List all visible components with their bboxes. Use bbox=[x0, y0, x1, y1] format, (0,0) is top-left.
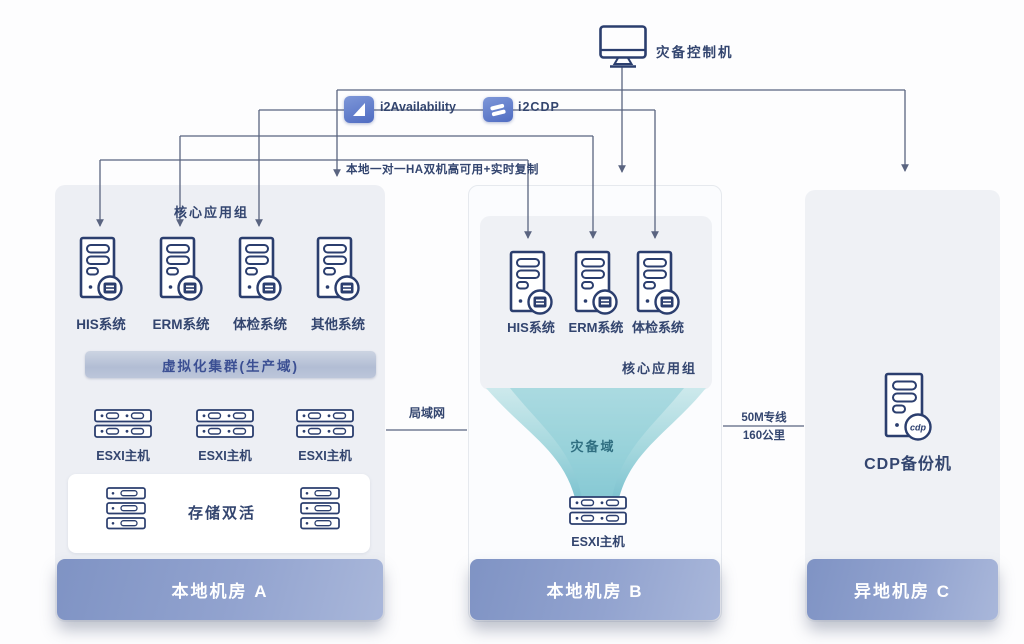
i2-availability-icon bbox=[344, 96, 374, 123]
tower-server-icon bbox=[636, 250, 680, 316]
tower-server-icon bbox=[509, 250, 553, 316]
tower-server-icon bbox=[316, 236, 360, 302]
replication-funnel-shape bbox=[486, 388, 706, 498]
rack-server-icon bbox=[296, 409, 354, 439]
tower-server-icon bbox=[159, 236, 203, 302]
wan-link-label-bottom: 160公里 bbox=[742, 430, 786, 442]
disk-badge-icon bbox=[262, 282, 276, 294]
esxi-host-label: ESXI主机 bbox=[198, 449, 252, 463]
server-label: ERM系统 bbox=[568, 320, 624, 335]
server-label: 体检系统 bbox=[631, 320, 684, 335]
virtualization-cluster-bar: 虚拟化集群(生产域) bbox=[85, 351, 376, 378]
tower-server-icon bbox=[79, 236, 123, 302]
i2-cdp-label: i2CDP bbox=[518, 100, 560, 114]
i2-cdp-icon bbox=[483, 97, 513, 122]
server-label: HIS系统 bbox=[507, 320, 555, 335]
room-b-title-bar: 本地机房 B bbox=[470, 559, 720, 620]
ha-note: 本地一对一HA双机高可用+实时复制 bbox=[346, 164, 539, 176]
storage-array-icon bbox=[106, 487, 146, 530]
cdp-backup-server-icon: cdp bbox=[884, 372, 932, 442]
room-b-group-label: 核心应用组 bbox=[622, 361, 698, 376]
server-label: ERM系统 bbox=[152, 317, 210, 332]
room-c-title-bar: 异地机房 C bbox=[807, 559, 998, 620]
disk-badge-icon bbox=[183, 282, 197, 294]
cdp-backup-label: CDP备份机 bbox=[864, 456, 952, 473]
monitor-icon bbox=[598, 24, 648, 70]
room-a-title-bar: 本地机房 A bbox=[57, 559, 383, 620]
esxi-host-label: ESXI主机 bbox=[571, 535, 625, 549]
rack-server-icon bbox=[569, 496, 627, 526]
disk-badge-icon bbox=[660, 296, 674, 308]
tower-server-icon bbox=[238, 236, 282, 302]
esxi-host-label: ESXI主机 bbox=[96, 449, 150, 463]
control-machine-label: 灾备控制机 bbox=[656, 45, 734, 60]
wan-link-label-top: 50M专线 bbox=[741, 412, 787, 424]
server-label: 体检系统 bbox=[233, 317, 287, 332]
server-label: 其他系统 bbox=[311, 317, 365, 332]
rack-server-icon bbox=[94, 409, 152, 439]
dr-domain-label: 灾备域 bbox=[570, 439, 616, 454]
disk-badge-icon bbox=[598, 296, 612, 308]
rack-server-icon bbox=[196, 409, 254, 439]
room-a-group-label: 核心应用组 bbox=[174, 205, 250, 220]
disk-badge-icon bbox=[533, 296, 547, 308]
storage-dual-active-label: 存储双活 bbox=[187, 505, 256, 522]
server-label: HIS系统 bbox=[76, 317, 126, 332]
i2-availability-label: i2Availability bbox=[380, 100, 456, 114]
tower-server-icon bbox=[574, 250, 618, 316]
cdp-badge-icon: cdp bbox=[910, 423, 927, 433]
disk-badge-icon bbox=[340, 282, 354, 294]
storage-array-icon bbox=[300, 487, 340, 530]
esxi-host-label: ESXI主机 bbox=[298, 449, 352, 463]
disk-badge-icon bbox=[103, 282, 117, 294]
lan-link-label: 局域网 bbox=[408, 406, 445, 420]
